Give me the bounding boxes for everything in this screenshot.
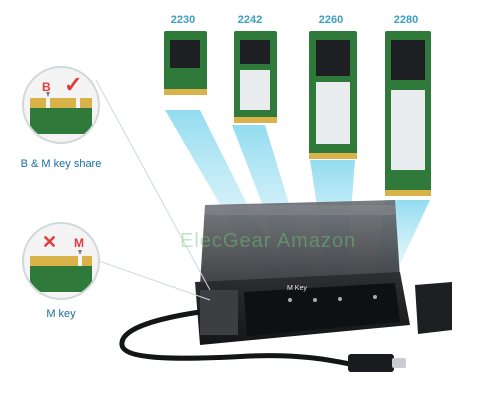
slot-key-label: M Key <box>287 285 307 292</box>
m-key-letter: M <box>74 236 84 250</box>
enclosure-lid <box>200 200 400 285</box>
bm-key-caption: B & M key share <box>20 158 102 170</box>
bm-connector-graphic <box>30 92 92 134</box>
b-key-letter: B <box>42 80 51 94</box>
watermark-text: ElecGear Amazon <box>180 230 357 252</box>
m-connector-graphic <box>30 250 92 292</box>
ssd-card-2260 <box>309 31 357 159</box>
checkmark-icon: ✓ <box>64 72 83 97</box>
size-label-2230: 2230 <box>170 14 196 26</box>
ssd-card-2230 <box>164 31 207 95</box>
connector-line-m <box>95 259 211 301</box>
m-key-caption: M key <box>46 308 76 320</box>
bm-key-inset: B ✓ <box>22 66 100 144</box>
enclosure-base <box>195 272 410 345</box>
ssd-card-2280 <box>385 31 431 196</box>
usb-c-cable <box>119 309 406 372</box>
cross-icon: ✕ <box>42 232 58 252</box>
size-label-2280: 2280 <box>393 14 419 26</box>
size-label-2242: 2242 <box>237 14 263 26</box>
ssd-card-2242 <box>234 31 277 123</box>
size-label-2260: 2260 <box>318 14 344 26</box>
m-key-inset: ✕ M <box>22 222 100 300</box>
side-clip <box>415 282 452 334</box>
connector-line-bm <box>95 79 211 291</box>
